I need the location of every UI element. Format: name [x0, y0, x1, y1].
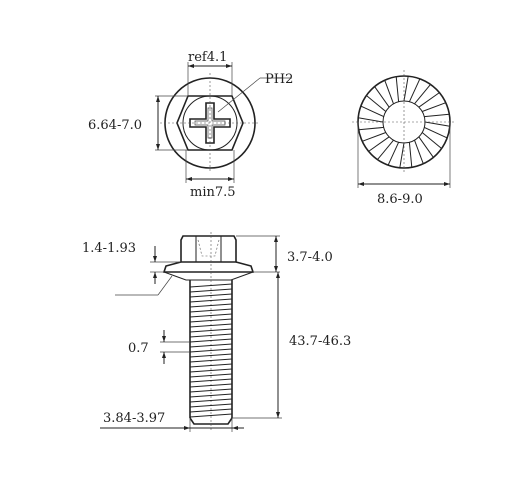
- hex-head: [180, 235, 237, 263]
- thread-lines: [189, 283, 233, 418]
- thread-line: [189, 293, 233, 298]
- thread-line: [189, 333, 233, 338]
- serration-line: [418, 136, 434, 158]
- thread-line: [189, 408, 233, 413]
- thread-line: [189, 298, 233, 303]
- thread-line: [189, 348, 233, 353]
- thread-line: [189, 328, 233, 333]
- across-flats-label: 6.64-7.0: [88, 118, 142, 133]
- serration-line: [358, 126, 384, 131]
- serration-line: [387, 142, 400, 166]
- head-width-label: ref4.1: [188, 50, 227, 65]
- thread-line: [189, 373, 233, 378]
- serration-line: [403, 76, 409, 102]
- serration-line: [424, 113, 450, 118]
- thread-line: [189, 393, 233, 398]
- side-view: 1.4-1.93 3.7-4.0 43.7-46.3 0.7 3.84-3.9: [82, 232, 351, 432]
- serration-line: [418, 92, 440, 108]
- serration-line: [362, 132, 386, 142]
- flange: [162, 261, 255, 273]
- serration-line: [384, 80, 394, 104]
- top-view: ref4.1 PH2 6.64-7.0 min7.5: [88, 50, 293, 200]
- thread-line: [189, 318, 233, 323]
- thread-line: [189, 388, 233, 393]
- phillips-cross: [189, 102, 231, 144]
- thread-line: [189, 343, 233, 348]
- thread-line: [189, 313, 233, 318]
- thread-line: [189, 323, 233, 328]
- head-height-label: 3.7-4.0: [287, 250, 333, 265]
- thread-line: [189, 403, 233, 408]
- serration-line: [374, 86, 390, 108]
- serration-line: [377, 139, 394, 160]
- thread-line: [189, 303, 233, 308]
- thread-diameter-label: 3.84-3.97: [103, 411, 165, 426]
- thread-line: [189, 358, 233, 363]
- serration-line: [360, 105, 384, 118]
- serration-line: [366, 95, 387, 112]
- flange-thickness-label: 1.4-1.93: [82, 241, 136, 256]
- thread-line: [189, 283, 233, 288]
- min-diameter-label: min7.5: [190, 185, 236, 200]
- serration-line: [422, 102, 446, 112]
- total-length-label: 43.7-46.3: [289, 334, 351, 349]
- thread-line: [189, 288, 233, 293]
- thread-pitch-label: 0.7: [128, 341, 149, 356]
- serration-line: [408, 78, 421, 102]
- flange-diameter-label: 8.6-9.0: [377, 192, 423, 207]
- thread-line: [189, 363, 233, 368]
- serrations: [358, 76, 450, 168]
- thread-line: [189, 383, 233, 388]
- thread-line: [189, 378, 233, 383]
- serration-line: [408, 142, 413, 168]
- thread-line: [189, 368, 233, 373]
- serration-line: [358, 117, 384, 123]
- thread-line: [189, 353, 233, 358]
- bottom-view: 8.6-9.0: [352, 70, 456, 207]
- thread-line: [189, 398, 233, 403]
- serration-line: [424, 126, 448, 139]
- thread-line: [189, 338, 233, 343]
- serration-line: [368, 136, 390, 152]
- thread-line: [189, 413, 233, 418]
- drive-label: PH2: [265, 72, 293, 87]
- thread-line: [189, 308, 233, 313]
- serration-line: [421, 132, 442, 149]
- serration-line: [395, 76, 400, 102]
- serration-line: [399, 142, 405, 168]
- serration-line: [414, 84, 431, 105]
- serration-line: [424, 121, 450, 127]
- serration-line: [414, 140, 424, 164]
